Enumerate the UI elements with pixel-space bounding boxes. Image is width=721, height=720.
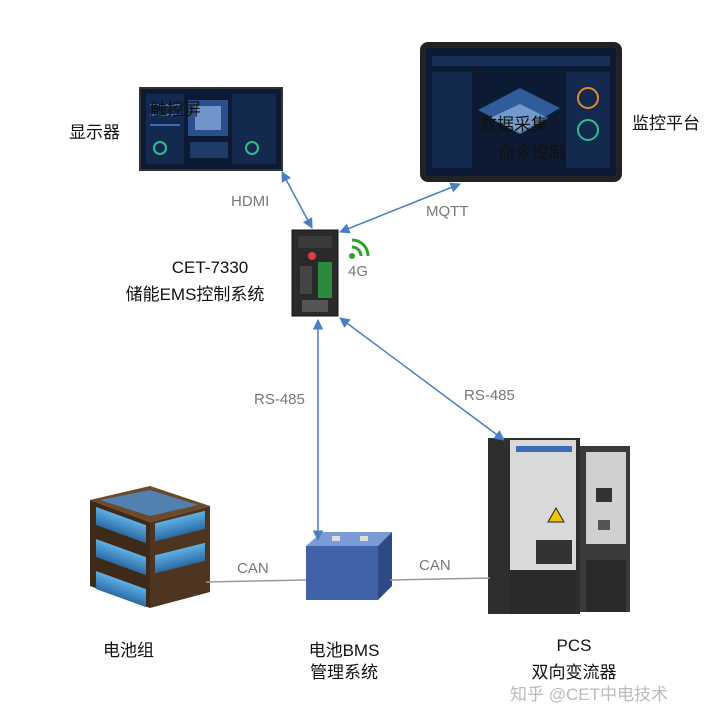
monitor-screen-text-2: 命令控制 xyxy=(498,143,566,162)
watermark: 知乎 @CET中电技术 xyxy=(510,685,668,704)
rs485-bms-label: RS-485 xyxy=(254,391,305,408)
can-battery-label: CAN xyxy=(237,560,269,577)
can-pcs-link xyxy=(389,577,491,581)
pcs-label-line2: 双向变流器 xyxy=(531,663,617,682)
controller-name-label: 储能EMS控制系统 xyxy=(125,285,265,304)
monitor-label: 监控平台 xyxy=(632,114,700,133)
pcs-label-line1: PCS xyxy=(556,636,592,655)
battery-label: 电池组 xyxy=(103,641,154,660)
rs485-pcs-link xyxy=(339,317,505,441)
pcs-cabinet-image xyxy=(488,438,630,614)
controller-model-label: CET-7330 xyxy=(171,258,249,277)
hdmi-link xyxy=(281,171,313,229)
display-screen-text: 触控屏 xyxy=(150,100,201,119)
wireless-signal-icon xyxy=(349,238,370,259)
ems-controller-device xyxy=(291,229,339,317)
bms-label-line1: 电池BMS xyxy=(308,641,380,660)
display-screen-image xyxy=(139,87,283,171)
mqtt-link xyxy=(339,182,461,234)
can-pcs-label: CAN xyxy=(419,557,451,574)
battery-pack-image xyxy=(90,486,210,608)
monitor-tablet-image xyxy=(420,42,622,182)
bms-label-line2: 管理系统 xyxy=(310,663,378,682)
rs485-pcs-label: RS-485 xyxy=(464,387,515,404)
monitor-screen-text-1: 数据采集 xyxy=(480,115,548,134)
can-battery-link xyxy=(205,579,307,583)
signal-4g-label: 4G xyxy=(348,263,369,280)
mqtt-label: MQTT xyxy=(426,203,469,220)
bms-device-image xyxy=(306,532,392,600)
hdmi-label: HDMI xyxy=(231,193,270,210)
display-label: 显示器 xyxy=(69,123,120,142)
